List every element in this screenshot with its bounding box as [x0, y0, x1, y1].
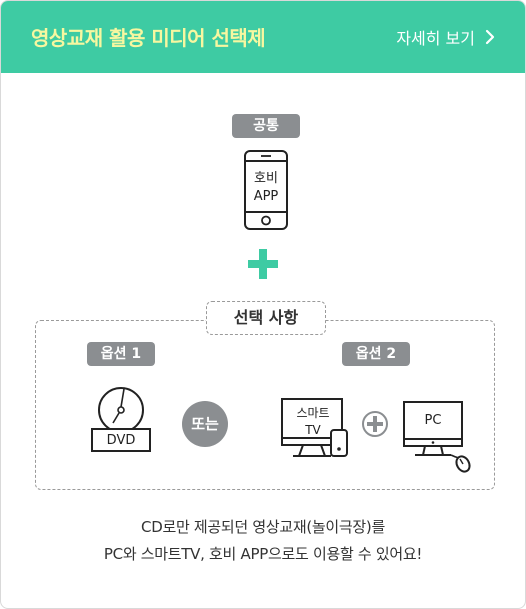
description: CD로만 제공되던 영상교재(놀이극장)를 PC와 스마트TV, 호비 APP으… [0, 514, 526, 568]
smart-tv-label-line1: 스마트 [296, 406, 330, 420]
plus-circle-icon [362, 411, 388, 437]
pc-monitor-icon [403, 401, 471, 473]
phone-label-line2: APP [253, 189, 279, 204]
phone-icon [244, 150, 288, 230]
description-line2: PC와 스마트TV, 호비 APP으로도 이용할 수 있어요! [103, 545, 423, 563]
description-line1: CD로만 제공되던 영상교재(놀이극장)를 [141, 518, 385, 536]
dvd-label: DVD [106, 433, 136, 448]
view-details-link[interactable]: 자세히 보기 [396, 25, 497, 49]
common-badge: 공통 [232, 114, 300, 138]
selection-label: 선택 사항 [206, 301, 326, 335]
phone-label: 호비 APP [244, 170, 288, 206]
page-title: 영상교재 활용 미디어 선택제 [31, 26, 266, 50]
chevron-right-icon [485, 29, 495, 45]
smart-tv-label: 스마트 TV [283, 405, 343, 439]
view-details-label: 자세히 보기 [396, 29, 475, 48]
dvd-icon [91, 387, 151, 452]
smart-tv-label-line2: TV [305, 423, 321, 437]
card-header: 영상교재 활용 미디어 선택제 자세히 보기 [1, 1, 525, 73]
or-badge: 또는 [182, 401, 228, 447]
option1-badge: 옵션 1 [87, 342, 155, 366]
pc-label: PC [424, 413, 442, 428]
plus-icon [248, 249, 278, 279]
phone-label-line1: 호비 [254, 171, 278, 186]
smart-tv-icon [281, 398, 348, 457]
option2-badge: 옵션 2 [342, 342, 410, 366]
